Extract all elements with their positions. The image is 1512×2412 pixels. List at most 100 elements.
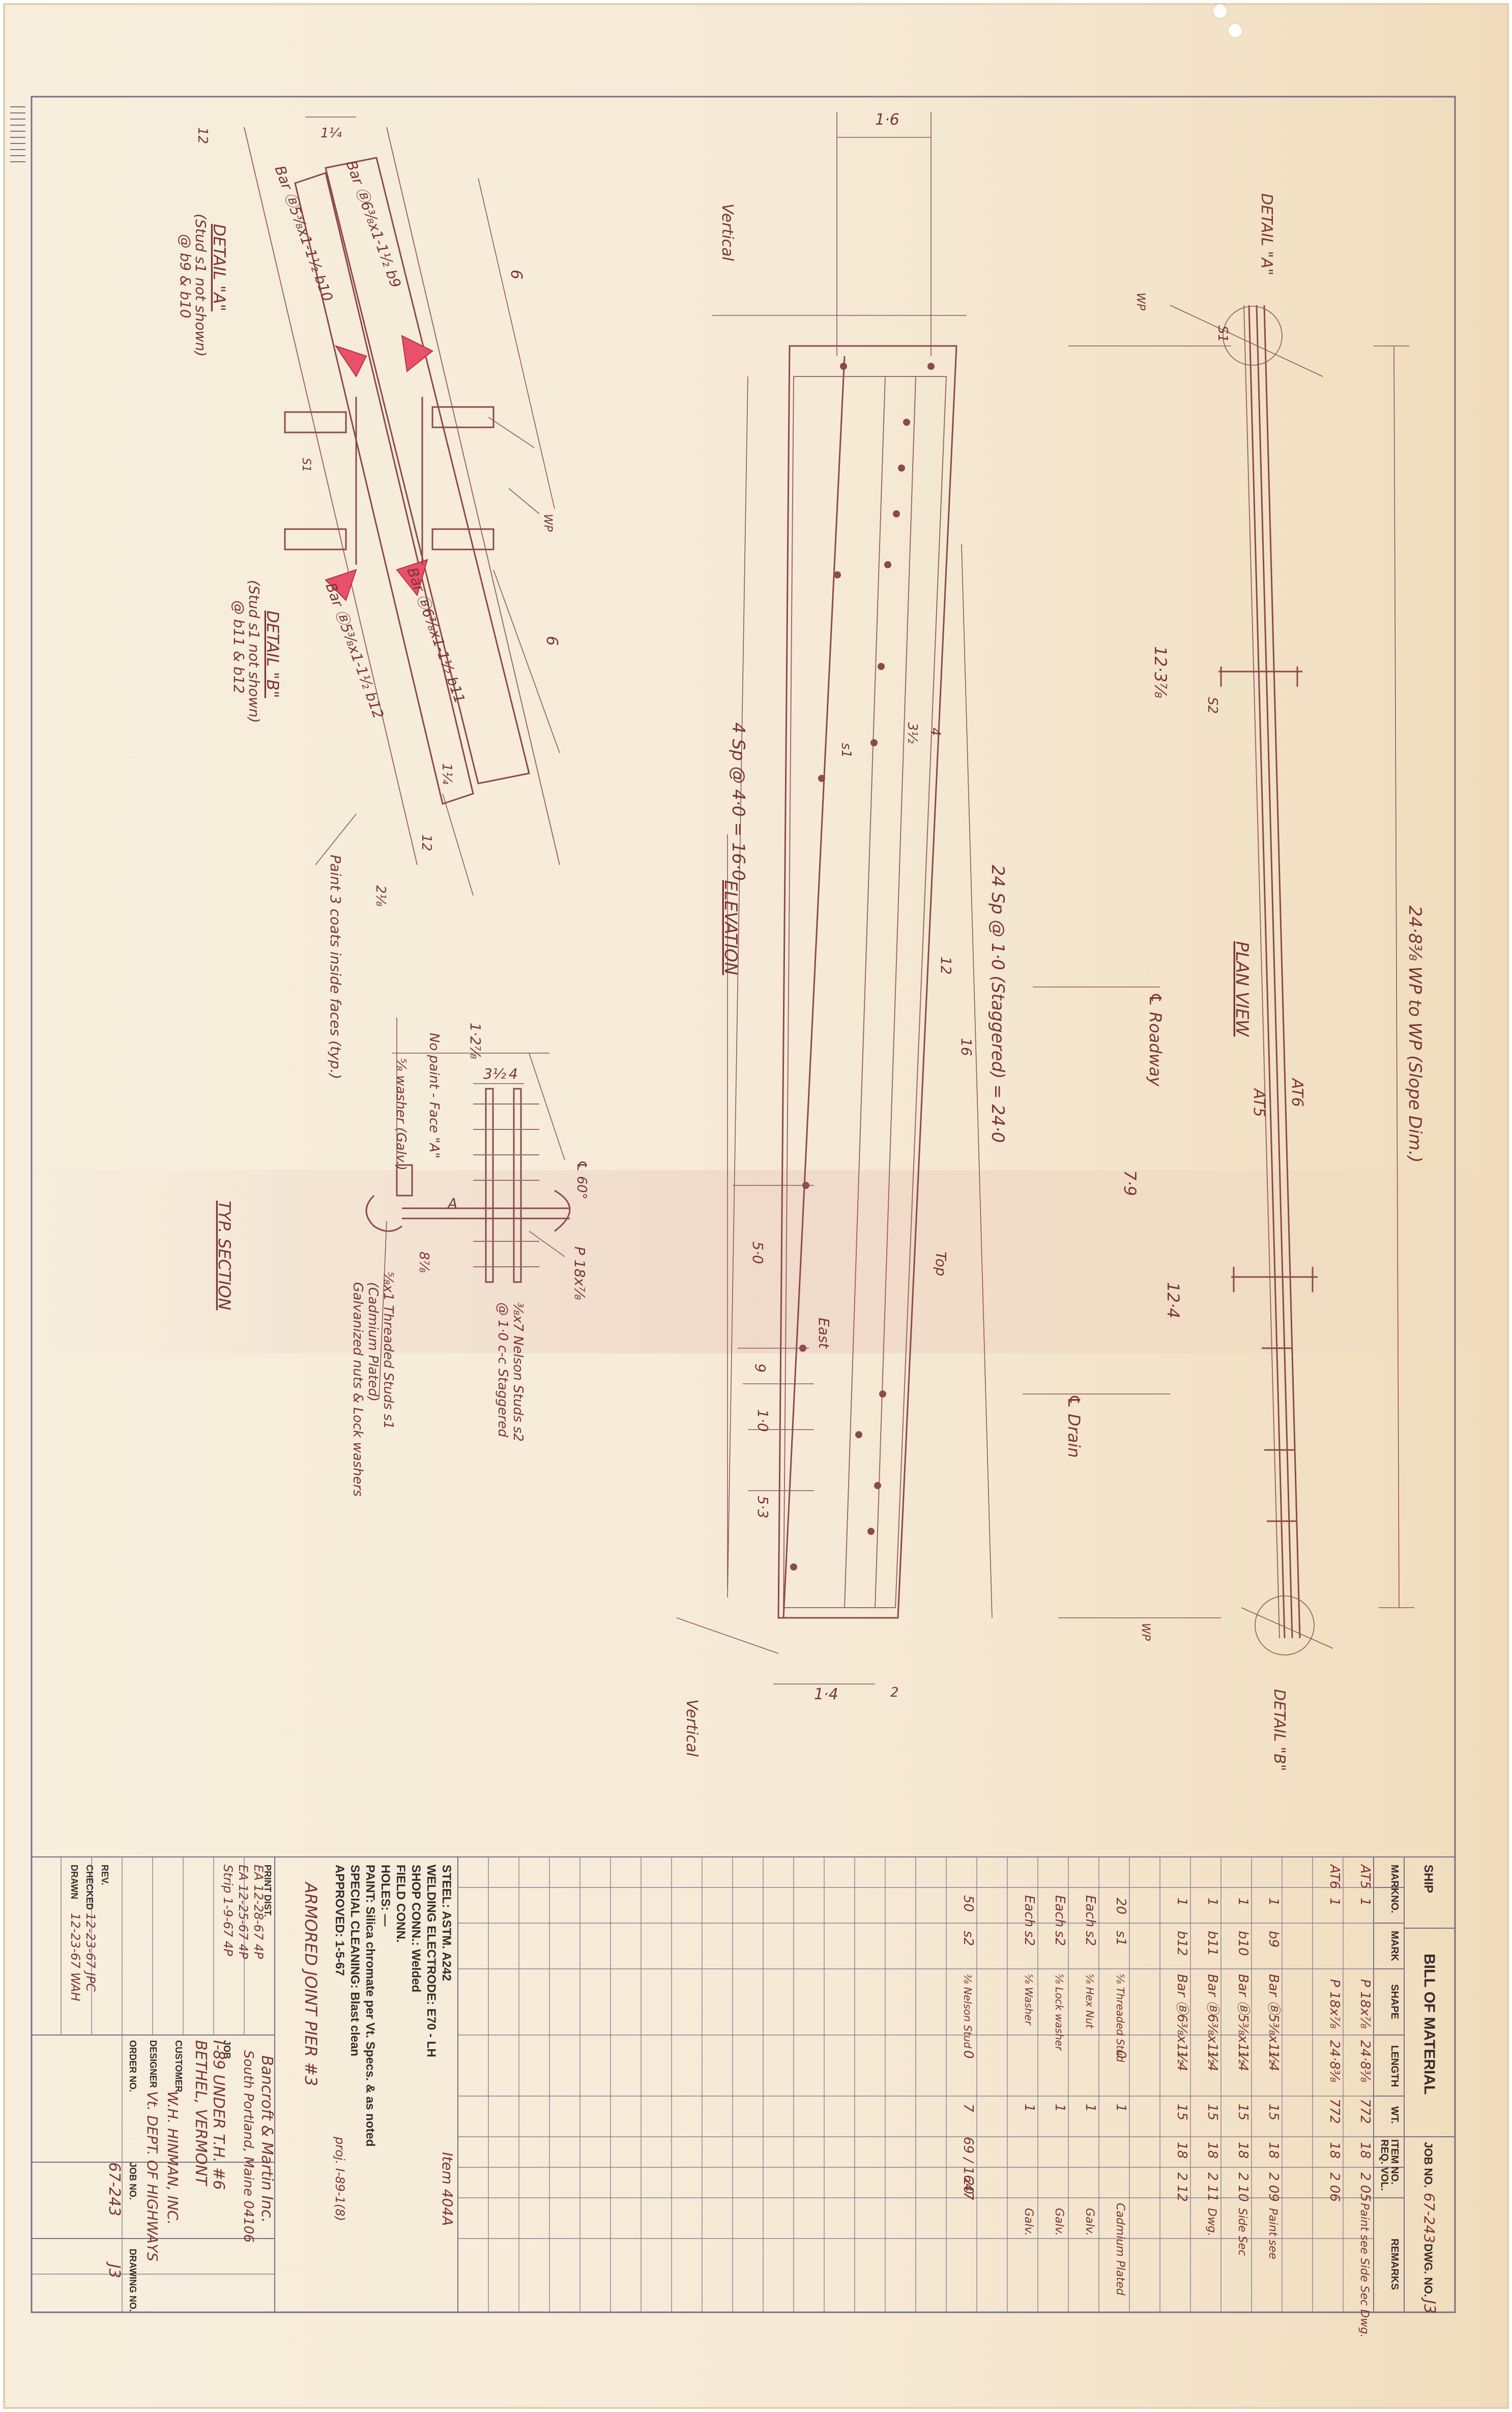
detail-a-note1: (Stud s1 not shown) (192, 214, 209, 357)
bill-cell: 772 (1327, 2099, 1342, 2124)
bill-cell: ⅝ Lock washer (1053, 1974, 1065, 2051)
bill-cell: b12 (1174, 1931, 1189, 1956)
bill-cell: Each (1022, 1895, 1037, 1927)
checked-value: 12-23-67 JPC (83, 1913, 98, 1992)
bill-cell: 18 (1266, 2142, 1281, 2159)
bill-cell: ⅝ Washer (1023, 1974, 1035, 2026)
elevation-d3: 3½ (905, 722, 920, 744)
detail-a-title: DETAIL "A" (210, 224, 229, 311)
col-header: REMARKS (1389, 2239, 1400, 2290)
bill-cell: 1·4 (1205, 2050, 1220, 2071)
bill-cell: b9 (1266, 1931, 1281, 1948)
detail-a-dim3: 6 (507, 270, 525, 279)
bill-cell: 18 (1205, 2142, 1220, 2159)
detail-b-dim1: 1¼ (439, 763, 454, 784)
dist-row: Strip 1-9-67 4P (221, 1865, 235, 1956)
elevation-dim-top: 1·6 (875, 111, 899, 129)
typ-section-plate: P 18x⅞ (571, 1246, 588, 1300)
bill-cell: 1 (1235, 1898, 1251, 1906)
print-dist-label: PRINT DIST. (263, 1865, 273, 1917)
plan-detail-b-label: DETAIL "B" (1270, 1689, 1288, 1771)
bill-cell: 15 (1235, 2104, 1251, 2120)
bill-title: BILL OF MATERIAL (1421, 1954, 1438, 2095)
typ-section-cl: ℄ 60° (574, 1160, 589, 1200)
plan-s2-label: S2 (1205, 697, 1220, 714)
elevation-spacing-a: 4 Sp @ 4·0 = 16·0 (728, 722, 748, 881)
typ-section-dim-a: 3½ (483, 1065, 506, 1082)
elevation-wp-top: WP (1134, 293, 1147, 311)
bill-cell: 772 (1357, 2099, 1373, 2124)
bill-cell: 20 (961, 2177, 976, 2194)
rev-label: REV. (100, 1865, 110, 1885)
designer-value: Vt. DEPT. OF HIGHWAYS (144, 2091, 161, 2261)
weld-mark (334, 345, 367, 377)
elevation-dim-79: 7·9 (1120, 1170, 1140, 1196)
note-approved: APPROVED: 1-5-67 (333, 1865, 346, 1976)
typ-section-dim-87: 8⅞ (416, 1252, 431, 1273)
bill-cell: s1 (1113, 1931, 1128, 1946)
bill-cell: Side Sec (1236, 2208, 1248, 2256)
job-title: ARMORED JOINT PIER #3 (301, 1881, 321, 2086)
detail-b-dim3: 2⅛ (373, 885, 388, 907)
elevation-d16: 16 (958, 1038, 975, 1056)
bill-cell: 2 11 (1205, 2172, 1220, 2202)
col-header: REQ. VOL. (1379, 2139, 1390, 2191)
bill-cell: Dwg. (1205, 2208, 1218, 2236)
detail-a-dim2: 12 (195, 127, 210, 144)
elevation-d4: 4 (927, 728, 943, 736)
bill-cell: 1 (1052, 2104, 1067, 2112)
plan-view-title: PLAN VIEW (1232, 941, 1252, 1037)
bill-cell: 18 (1235, 2142, 1251, 2159)
note-paint: PAINT: Silica chromate per Vt. Specs. & … (363, 1865, 377, 2146)
bill-cell: s2 (961, 1931, 976, 1946)
detail-b-dim4: 6 (543, 636, 561, 646)
bill-cell: ⅝ Hex Nut (1084, 1974, 1096, 2029)
bill-cell: 1·4 (1266, 2050, 1281, 2071)
plan-overall-dim: 24·8⅜ WP to WP (Slope Dim.) (1405, 906, 1425, 1163)
jobno2-label: JOB NO. (128, 2162, 138, 2200)
elevation-vertical-bottom: Vertical (683, 1699, 701, 1757)
bill-cell: 1 (1113, 2104, 1128, 2112)
bill-cell: 1 (1205, 1898, 1220, 1906)
bill-cell: 2 10 (1235, 2172, 1251, 2202)
elevation-d2: 2 (890, 1685, 899, 1700)
typ-section-face: A (447, 1195, 457, 1212)
note-shop-conn: SHOP CONN.: Welded (409, 1865, 423, 1992)
note-item: Item 404A (439, 2152, 456, 2226)
bill-cell: 1 (1266, 1898, 1281, 1906)
bill-dwg-no-value: J3 (1420, 2297, 1438, 2314)
company-address: South Portland, Maine 04106 (241, 2050, 256, 2243)
bill-cell: b11 (1205, 1931, 1220, 1956)
bill-cell: Galv. (1053, 2208, 1065, 2236)
plan-at5-label: AT5 (1250, 1088, 1268, 1117)
bill-cell: P 18x⅞ (1327, 1979, 1342, 2029)
drawing-value: J3 (105, 2261, 123, 2278)
bill-cell: Galv. (1022, 2208, 1035, 2236)
weld-mark (401, 335, 433, 372)
typ-section-stud-s2-1: ⅜x7 Nelson Studs s2 (510, 1302, 526, 1442)
bill-cell: Each (1083, 1895, 1098, 1927)
job-label: JOB (222, 2040, 232, 2059)
bill-cell: 7 (961, 2104, 976, 2112)
bill-cell: 20 (1113, 1898, 1128, 1914)
bill-cell: Paint see Side Sec Dwg. (1358, 2203, 1371, 2338)
typ-section-washer: ⅝ washer (Galv.) (393, 1058, 409, 1171)
bill-cell: 69 / 1647 (961, 2137, 976, 2200)
bill-dwg-no-label: DWG. NO. (1422, 2244, 1435, 2297)
dist-row: EA 12-28-67 4P (251, 1865, 266, 1959)
designer-label: DESIGNER (148, 2040, 158, 2088)
col-header: ITEM NO. (1389, 2139, 1400, 2185)
elevation-dim-124: 12·4 (1164, 1282, 1183, 1318)
bill-cell: 1 (1174, 1898, 1189, 1906)
plan-s1-label: S1 (1215, 326, 1230, 342)
elevation-wp-bottom: WP (1139, 1623, 1152, 1641)
job-line1: I-89 UNDER T.H. #6 (210, 2040, 227, 2190)
bill-cell: Bar Ⓑ6⅜x1½ (1174, 1974, 1189, 2065)
bill-cell: 1 (1357, 1898, 1373, 1906)
bill-cell: s2 (1083, 1931, 1098, 1946)
border-ticks (10, 106, 25, 162)
details-wp: WP (541, 514, 554, 532)
note-field-conn: FIELD CONN. (394, 1865, 408, 1942)
bill-cell: Cadmium Plated (1114, 2203, 1126, 2296)
bill-cell: 24·8⅜ (1327, 2040, 1342, 2082)
